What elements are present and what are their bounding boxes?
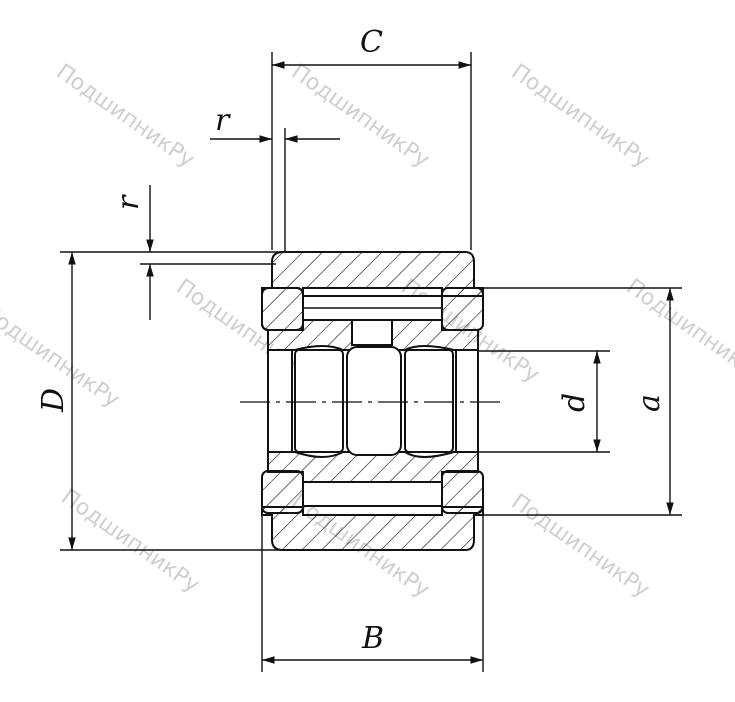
dimension-r-side: r xyxy=(111,185,276,320)
label-r-top: r xyxy=(215,103,231,138)
dimension-d-outer: D xyxy=(36,251,283,551)
dimension-r-top: r xyxy=(210,103,340,252)
outer-ring xyxy=(261,251,484,551)
watermark-text: ПодшипникРу xyxy=(287,59,434,173)
watermark-text: ПодшипникРу xyxy=(507,59,654,173)
label-c: C xyxy=(360,25,383,60)
label-B: B xyxy=(361,621,384,656)
dimension-d-bore: d xyxy=(478,350,610,453)
watermark-text: ПодшипникРу xyxy=(57,484,204,598)
label-r-side: r xyxy=(111,194,146,210)
long-rollers xyxy=(302,295,443,507)
watermark-text: ПодшипникРу xyxy=(622,274,735,388)
dimension-c: C xyxy=(271,25,472,250)
dimension-b: B xyxy=(261,515,484,672)
watermark-text: ПодшипникРу xyxy=(507,489,654,603)
inner-ring xyxy=(267,319,479,483)
label-D: D xyxy=(36,388,71,413)
bore-rollers xyxy=(267,346,479,456)
dimension-a: a xyxy=(483,287,682,516)
label-d: d xyxy=(557,393,592,412)
label-a: a xyxy=(632,394,667,412)
watermark-text: ПодшипникРу xyxy=(52,59,199,173)
